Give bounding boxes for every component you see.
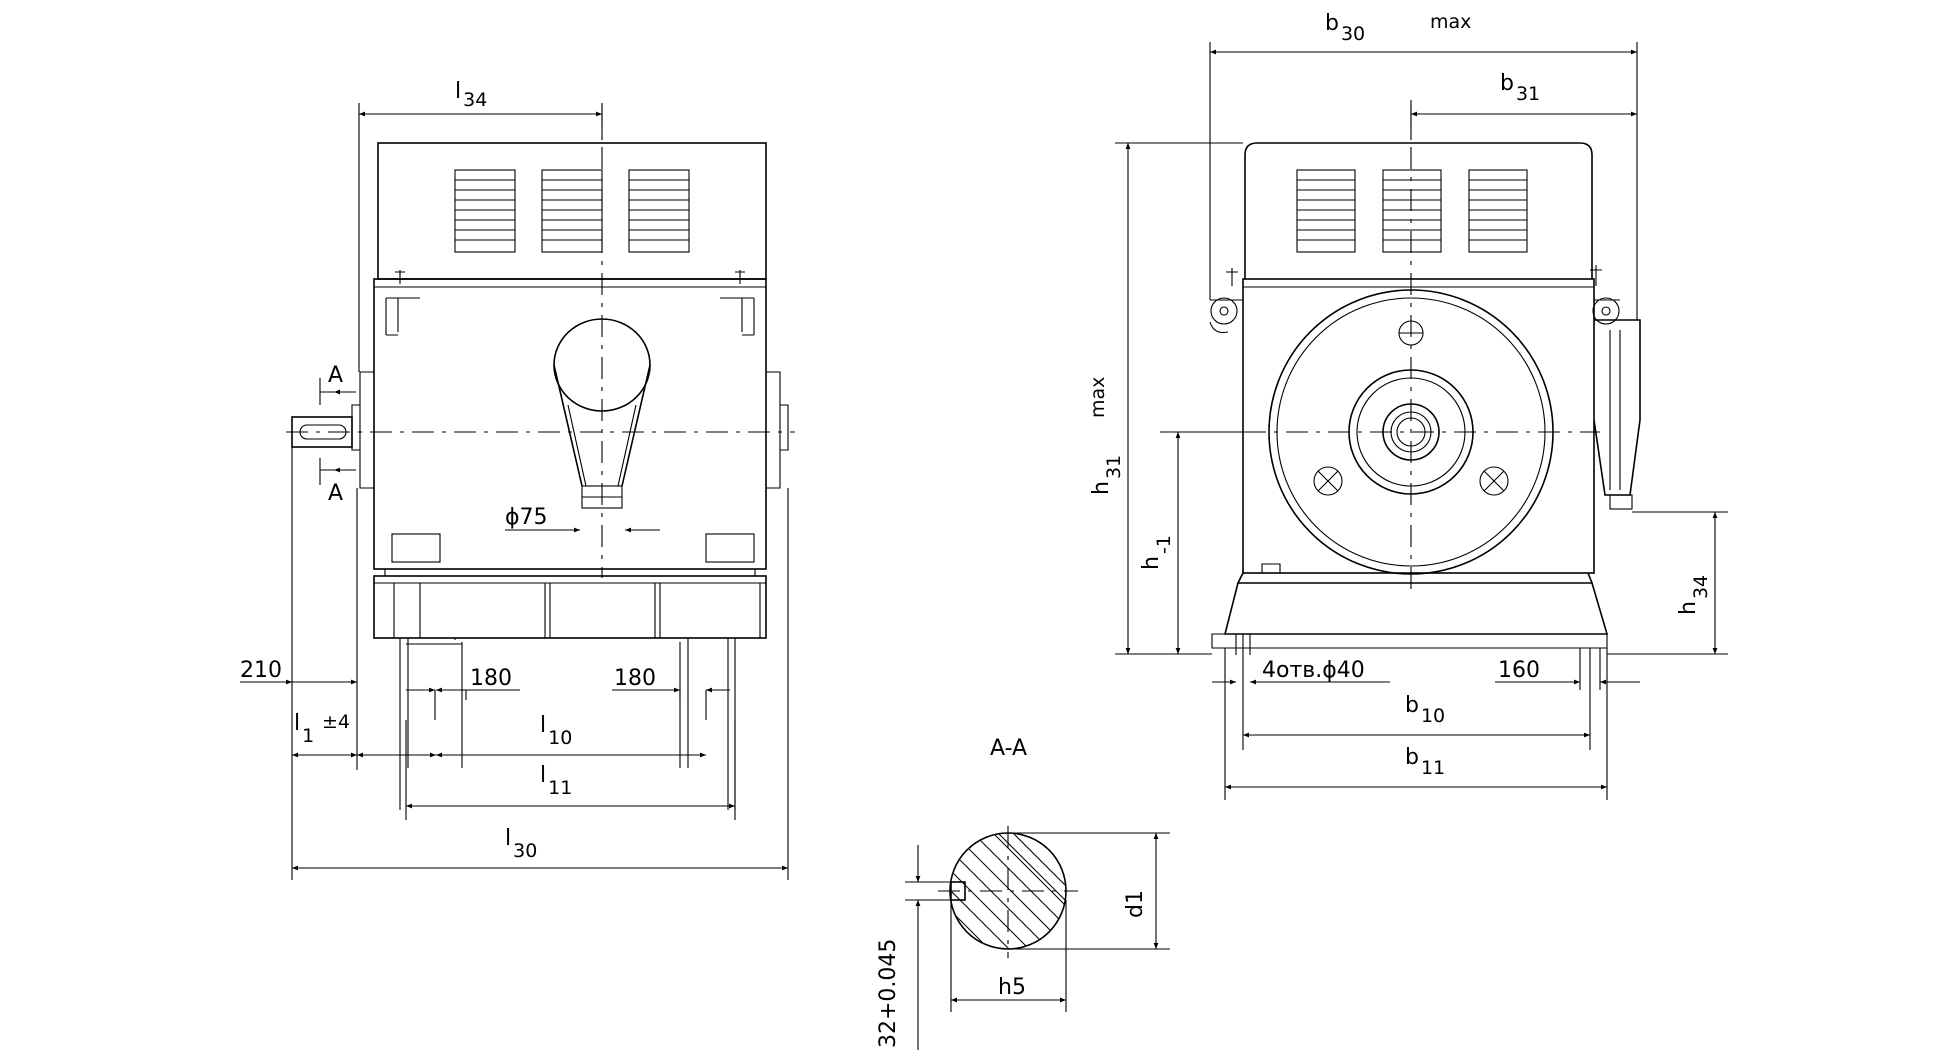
l1-tolerance: ±4 [322, 711, 350, 733]
lifting-bracket-right [720, 270, 755, 336]
l11-letter: l [540, 763, 546, 788]
svg-text:b30: b30 [1325, 11, 1365, 45]
section-title: A-A [990, 736, 1027, 761]
svg-text:l11: l11 [540, 763, 572, 799]
l34-sub: 34 [463, 89, 487, 111]
section-a-bottom-label: A [328, 481, 343, 506]
svg-text:b31: b31 [1500, 71, 1540, 105]
end-shield-right [766, 371, 789, 489]
h34-sub: 34 [1690, 575, 1712, 599]
b31-letter: b [1500, 71, 1514, 96]
l1-letter: l [294, 711, 300, 736]
support-posts [399, 638, 736, 810]
svg-text:b11: b11 [1405, 745, 1445, 779]
end-vent-housing [1244, 142, 1593, 279]
b31-sub: 31 [1516, 83, 1540, 105]
dim-180-left-label: 180 [470, 666, 512, 691]
svg-text:l30: l30 [505, 826, 537, 862]
end-body [1242, 278, 1595, 574]
h31-sub: 31 [1103, 455, 1125, 479]
base-frame [373, 569, 767, 639]
lifting-lug-right [1590, 265, 1620, 325]
vent-grille-left [454, 169, 516, 253]
h31-suffix: max [1087, 377, 1109, 418]
vent-housing [377, 142, 767, 280]
holes-label: 4отв.ϕ40 [1262, 658, 1365, 683]
foot-pad-right [705, 533, 755, 563]
l30-sub: 30 [513, 840, 537, 862]
bolt-right [1479, 466, 1509, 496]
lifting-lug-left [1209, 268, 1243, 334]
h34-letter: h [1676, 601, 1701, 615]
section-a-top-label: A [328, 363, 343, 388]
end-shield-left [351, 371, 374, 489]
b30-sub: 30 [1341, 23, 1365, 45]
svg-text:l1: l1 [294, 711, 314, 747]
tolerance-label: 32+0.045 [876, 939, 901, 1048]
b10-letter: b [1405, 693, 1419, 718]
b30-suffix: max [1430, 11, 1471, 33]
lifting-bracket-left [385, 270, 420, 336]
h1-letter: h [1139, 556, 1164, 570]
motor-body [373, 278, 767, 570]
vent-grille-middle [541, 169, 603, 253]
end-vent-grille-right [1468, 169, 1528, 253]
l30-letter: l [505, 826, 511, 851]
vent-grille-right [628, 169, 690, 253]
dim-210-label: 210 [240, 658, 282, 683]
l34-letter: l [455, 79, 461, 104]
bolt-left [1313, 466, 1343, 496]
dim-160-label: 160 [1498, 658, 1540, 683]
l10-letter: l [540, 713, 546, 738]
end-vent-grille-middle [1382, 169, 1442, 253]
svg-text:h31: h 31 [1089, 455, 1125, 495]
b11-letter: b [1405, 745, 1419, 770]
l10-sub: 10 [548, 727, 572, 749]
svg-text:l10: l10 [540, 713, 572, 749]
h31-letter: h [1089, 481, 1114, 495]
section-view: A-A d1 h5 32+0.045 [876, 736, 1170, 1050]
b11-sub: 11 [1421, 757, 1445, 779]
dim-180-right-label: 180 [614, 666, 656, 691]
d1-label: d1 [1123, 890, 1148, 918]
shaft-section [950, 833, 1066, 949]
b10-sub: 10 [1421, 705, 1445, 727]
end-vent-grille-left [1296, 169, 1356, 253]
svg-text:l34: l34 [455, 79, 487, 111]
dia75-label: ϕ75 [505, 505, 548, 530]
l11-sub: 11 [548, 777, 572, 799]
section-marker-bottom: A [319, 458, 356, 506]
svg-text:h-1: h -1 [1139, 535, 1175, 570]
side-junction-box [1593, 319, 1641, 510]
section-marker-top: A [319, 363, 356, 405]
l1-sub: 1 [302, 725, 314, 747]
h1-sub: -1 [1153, 535, 1175, 554]
foot-pad-left [391, 533, 441, 563]
svg-text:h34: h 34 [1676, 575, 1712, 615]
h5-label: h5 [998, 975, 1026, 1000]
b30-letter: b [1325, 11, 1339, 36]
svg-text:b10: b10 [1405, 693, 1445, 727]
